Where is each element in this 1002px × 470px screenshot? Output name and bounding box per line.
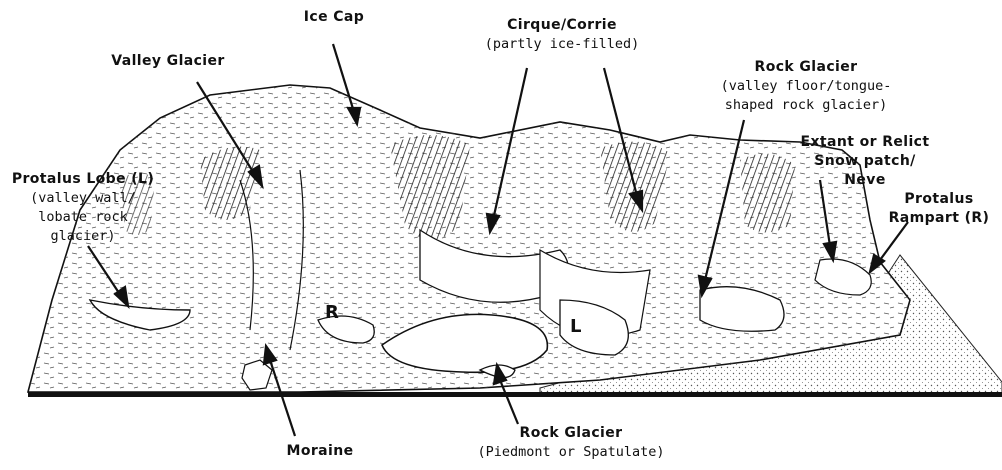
label-protalus-lobe: Protalus Lobe (L) (valley wall/ lobate r… <box>8 170 158 246</box>
valley-glacier-title: Valley Glacier <box>88 52 248 71</box>
snow-patch-line1: Extant or Relict <box>790 133 940 152</box>
rock-glacier-valley-sub2: shaped rock glacier) <box>706 96 906 115</box>
cirque-title: Cirque/Corrie <box>462 16 662 35</box>
ice-cap-title: Ice Cap <box>290 8 378 27</box>
label-rock-glacier-valley: Rock Glacier (valley floor/tongue- shape… <box>706 58 906 115</box>
protalus-lobe-title: Protalus Lobe (L) <box>8 170 158 189</box>
label-snow-patch: Extant or Relict Snow patch/ Neve <box>790 133 940 190</box>
marker-r: R <box>325 302 339 323</box>
protalus-lobe-sub1: (valley wall/ <box>8 189 158 208</box>
label-ice-cap: Ice Cap <box>290 8 378 27</box>
rock-glacier-valley-sub1: (valley floor/tongue- <box>706 77 906 96</box>
ground-baseline <box>28 392 1002 397</box>
snow-patch-line2: Snow patch/ <box>790 152 940 171</box>
rock-glacier-piedmont-title: Rock Glacier <box>456 424 686 443</box>
protalus-rampart-line2: Rampart (R) <box>880 209 998 228</box>
label-valley-glacier: Valley Glacier <box>88 52 248 71</box>
label-cirque: Cirque/Corrie (partly ice-filled) <box>462 16 662 54</box>
cirque-sub: (partly ice-filled) <box>462 35 662 54</box>
label-rock-glacier-piedmont: Rock Glacier (Piedmont or Spatulate) <box>456 424 686 462</box>
protalus-lobe-sub3: glacier) <box>8 227 158 246</box>
protalus-rampart-line1: Protalus <box>880 190 998 209</box>
marker-l: L <box>570 316 581 337</box>
moraine-title: Moraine <box>280 442 360 461</box>
protalus-lobe-sub2: lobate rock <box>8 208 158 227</box>
label-protalus-rampart: Protalus Rampart (R) <box>880 190 998 228</box>
rock-glacier-valley-title: Rock Glacier <box>706 58 906 77</box>
snow-patch-line3: Neve <box>790 171 940 190</box>
rock-glacier-piedmont-sub: (Piedmont or Spatulate) <box>456 443 686 462</box>
label-moraine: Moraine <box>280 442 360 461</box>
